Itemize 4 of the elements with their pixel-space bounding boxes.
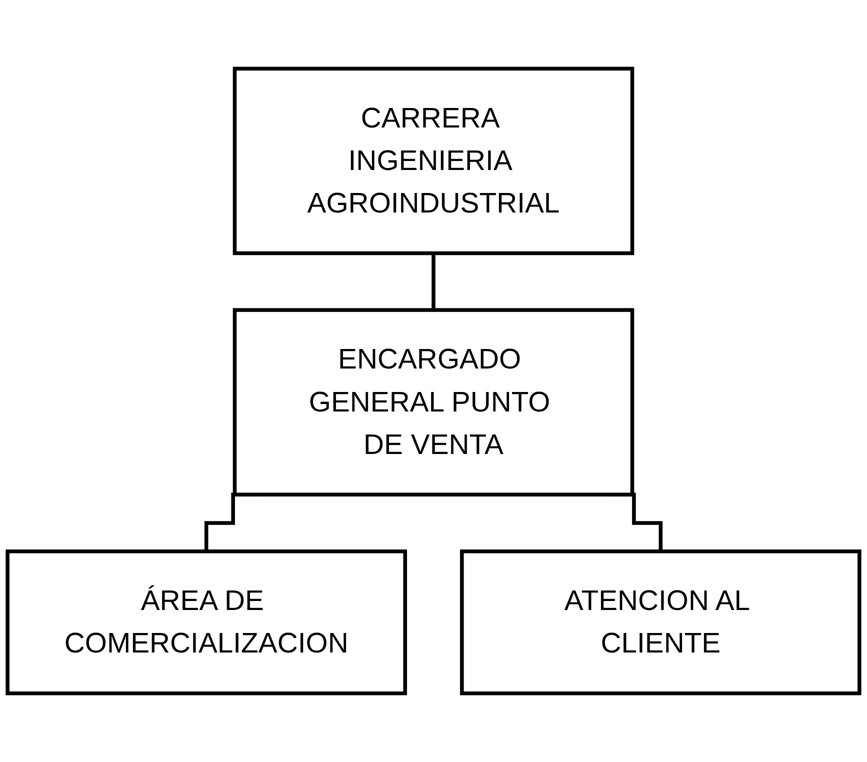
node-box: ÁREA DE COMERCIALIZACION <box>6 549 408 696</box>
node-box: CARRERA INGENIERIA AGROINDUSTRIAL <box>232 66 634 256</box>
node-box: ENCARGADO GENERAL PUNTO DE VENTA <box>232 308 634 496</box>
node-box: ATENCION AL CLIENTE <box>460 549 862 696</box>
